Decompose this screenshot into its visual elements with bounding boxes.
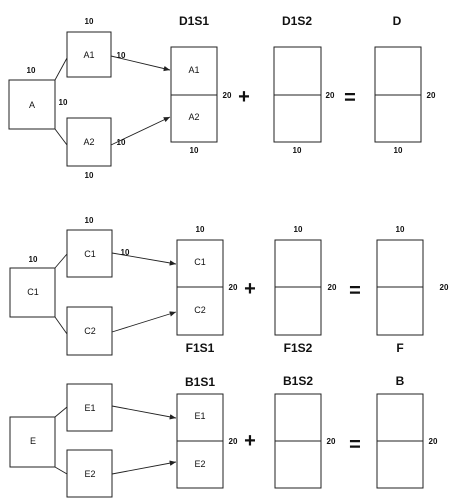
branch-box-e2 (66, 449, 113, 498)
equals-operator: = (344, 87, 356, 109)
result-side-label-d1s2: 20 (326, 91, 335, 100)
result-side-label-d: 20 (427, 91, 436, 100)
result-cell-top-f1s1: C1 (194, 257, 206, 267)
source-box-c1 (9, 267, 56, 318)
result-top-label-f1s1: 10 (196, 225, 205, 234)
result-side-label-f: 20 (440, 283, 449, 292)
plus-operator: + (238, 86, 250, 108)
connector-a-a2 (54, 128, 68, 146)
plus-operator: + (244, 430, 256, 452)
connector-e-e1 (54, 406, 68, 418)
result-side-label-b1s2: 20 (327, 437, 336, 446)
arrow-label-a2: 10 (117, 138, 126, 147)
branch-label-c1: C1 (84, 249, 96, 259)
arrow-a2-d1s1 (110, 116, 171, 146)
source-label-c1: C1 (27, 287, 39, 297)
branch-box-e1 (66, 383, 113, 432)
branch-box-c1 (66, 229, 113, 278)
source-left-label: 10 (27, 66, 36, 75)
source-box-a (8, 79, 56, 130)
source-label-e: E (30, 436, 36, 446)
result-title-b1s1: B1S1 (185, 375, 215, 389)
result-title-d: D (393, 14, 402, 28)
row-3: E E1 E2 B1S1 E1 E2 20 + B1S2 20 = B 20 (9, 374, 438, 498)
arrow-label-a1: 10 (117, 51, 126, 60)
result-title-d1s2: D1S2 (282, 14, 312, 28)
connector-a-a1 (54, 57, 68, 81)
connector-e-e2 (54, 466, 68, 475)
arrow-e1-b1s1 (111, 405, 177, 420)
result-bottom-label-d1s1: 10 (190, 146, 199, 155)
result-side-label-f1s2: 20 (328, 283, 337, 292)
arrow-c2-f1s1 (111, 311, 177, 333)
result-bottom-label-d: 10 (394, 146, 403, 155)
result-side-label-b: 20 (429, 437, 438, 446)
arrow-a1-d1s1 (110, 55, 171, 72)
result-top-label-f: 10 (396, 225, 405, 234)
result-title-b1s2: B1S2 (283, 374, 313, 388)
result-top-label-f1s2: 10 (294, 225, 303, 234)
result-title-f: F (396, 341, 403, 355)
branch-label-a2: A2 (83, 137, 94, 147)
result-title-d1s1: D1S1 (179, 14, 209, 28)
result-side-label-d1s1: 20 (223, 91, 232, 100)
result-cell-bottom-b1s1: E2 (194, 459, 205, 469)
result-cell-bottom-f1s1: C2 (194, 305, 206, 315)
source-box-e (9, 416, 56, 468)
result-side-label-b1s1: 20 (229, 437, 238, 446)
result-title-f1s1: F1S1 (186, 341, 215, 355)
branch-label-a1: A1 (83, 50, 94, 60)
result-title-f1s2: F1S2 (284, 341, 313, 355)
arrow-e2-b1s1 (111, 460, 177, 475)
branch-label-e2: E2 (84, 469, 95, 479)
result-cell-top-d1s1: A1 (188, 65, 199, 75)
branch-bottom-label: 10 (85, 171, 94, 180)
source-label-a: A (29, 100, 35, 110)
arrow-label-c1: 10 (121, 248, 130, 257)
branch-label-e1: E1 (84, 403, 95, 413)
result-cell-top-b1s1: E1 (194, 411, 205, 421)
connector-c1-c2 (54, 316, 68, 335)
result-bottom-label-d1s2: 10 (293, 146, 302, 155)
row-2: C1 10 C1 10 C2 10 10 C1 C2 20 F1S1 + 10 … (9, 216, 449, 356)
result-title-b: B (396, 374, 405, 388)
branch-box-a1 (66, 31, 112, 78)
source-mid-label: 10 (59, 98, 68, 107)
branch-box-a2 (66, 117, 112, 167)
branch-top-label: 10 (85, 216, 94, 225)
equals-operator: = (349, 434, 361, 456)
result-side-label-f1s1: 20 (229, 283, 238, 292)
arrow-c1-f1s1 (111, 252, 177, 266)
connector-c1-c1 (54, 253, 68, 269)
result-cell-bottom-d1s1: A2 (188, 112, 199, 122)
equals-operator: = (349, 280, 361, 302)
branch-label-c2: C2 (84, 326, 96, 336)
plus-operator: + (244, 278, 256, 300)
source-left-label: 10 (29, 255, 38, 264)
row-1: A 10 10 A1 10 A2 10 10 10 D1S1 A1 A2 20 … (8, 14, 436, 180)
branch-top-label: 10 (85, 17, 94, 26)
branch-box-c2 (66, 306, 113, 356)
